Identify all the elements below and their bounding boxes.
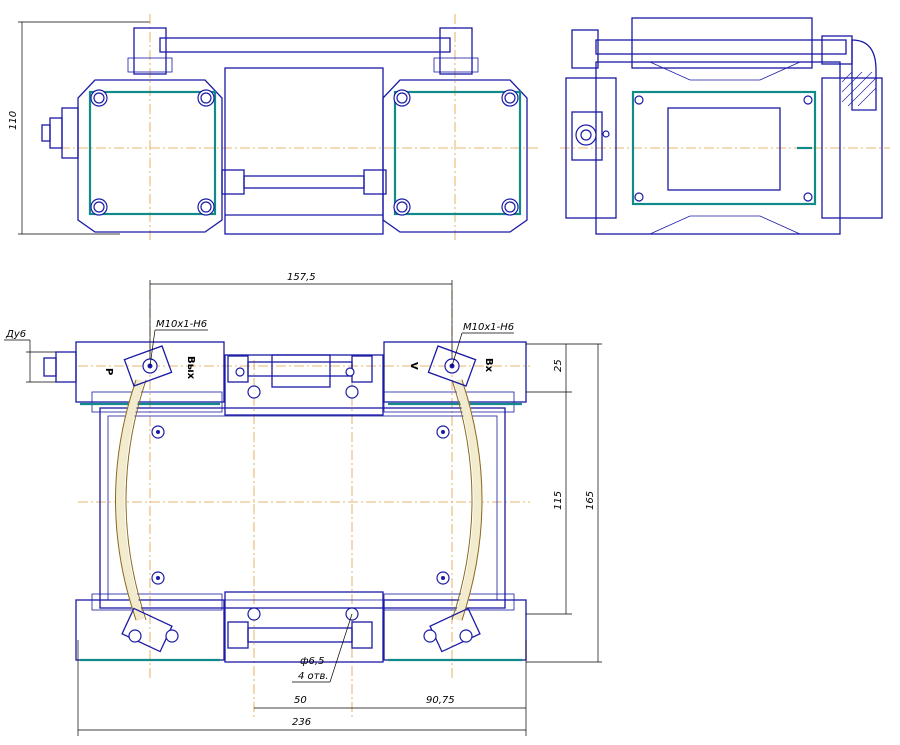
port-label-in: Вх (483, 358, 494, 373)
dim-25-label: 25 (553, 359, 564, 372)
thread-callout-left: M10x1-H6 (156, 319, 207, 330)
dim-110-label: 110 (8, 111, 19, 130)
dim-115-label: 115 (553, 491, 564, 510)
port-label-v: V (408, 362, 419, 370)
port-label-p: Р (103, 368, 114, 375)
hole-count-label: 4 отв. (298, 671, 329, 682)
port-label-out: Вых (185, 356, 196, 380)
hole-diameter-label: ф6,5 (300, 656, 324, 667)
side-view (560, 17, 890, 235)
dim-236-label: 236 (292, 717, 311, 728)
dim-50-label: 50 (294, 695, 307, 706)
thread-callout-right: M10x1-H6 (463, 322, 514, 333)
nominal-bore-label: Ду6 (5, 329, 26, 340)
front-view: 110 (8, 14, 540, 240)
plan-view: 157,5 (4, 272, 602, 736)
dim-165-label: 165 (585, 491, 596, 510)
dim-90-label: 90,75 (426, 695, 455, 706)
dim-157-label: 157,5 (287, 272, 316, 283)
